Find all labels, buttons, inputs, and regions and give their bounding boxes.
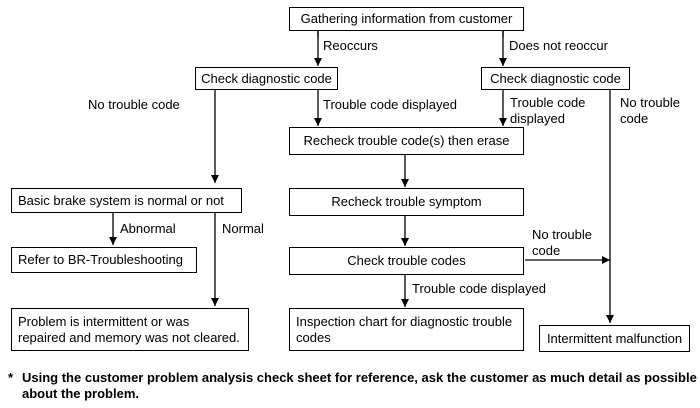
- box-gathering-information-label: Gathering information from customer: [300, 11, 513, 26]
- label-no-trouble-code-mid-line-1: No trouble: [532, 227, 592, 242]
- label-no-trouble-code-right-line-2: code: [620, 111, 649, 126]
- box-basic-brake-system: Basic brake system is normal or not: [11, 188, 242, 213]
- footnote: * Using the customer problem analysis ch…: [8, 370, 698, 402]
- label-no-trouble-code-left: No trouble code: [88, 97, 180, 112]
- label-trouble-code-displayed-right-line-2: displayed: [510, 111, 565, 126]
- box-basic-brake-system-label: Basic brake system is normal or not: [18, 192, 224, 208]
- box-problem-intermittent-line-1: Problem is intermittent or was: [18, 313, 190, 329]
- box-intermittent-malfunction-label: Intermittent malfunction: [546, 330, 683, 346]
- box-inspection-chart-line-2: codes: [296, 329, 331, 345]
- label-trouble-code-displayed-mid: Trouble code displayed: [323, 97, 457, 112]
- box-problem-intermittent: Problem is intermittent or was repaired …: [11, 308, 249, 351]
- box-check-trouble-codes: Check trouble codes: [289, 247, 524, 275]
- footnote-marker: *: [8, 370, 14, 385]
- footnote-text: Using the customer problem analysis chec…: [22, 370, 697, 401]
- label-reoccurs: Reoccurs: [323, 38, 378, 53]
- box-refer-br-troubleshooting: Refer to BR-Troubleshooting: [11, 247, 197, 273]
- box-recheck-trouble-codes-erase-label: Recheck trouble code(s) then erase: [303, 133, 510, 148]
- box-recheck-trouble-symptom: Recheck trouble symptom: [289, 188, 524, 216]
- box-check-diagnostic-code-left: Check diagnostic code: [195, 67, 338, 90]
- label-normal: Normal: [222, 221, 264, 236]
- box-inspection-chart-line-1: Inspection chart for diagnostic trouble: [296, 313, 513, 329]
- box-recheck-trouble-codes-erase: Recheck trouble code(s) then erase: [289, 127, 524, 155]
- label-does-not-reoccur: Does not reoccur: [509, 38, 608, 53]
- label-trouble-code-displayed-bottom: Trouble code displayed: [412, 281, 546, 296]
- box-gathering-information: Gathering information from customer: [289, 7, 524, 31]
- box-recheck-trouble-symptom-label: Recheck trouble symptom: [331, 194, 482, 209]
- label-trouble-code-displayed-right-line-1: Trouble code: [510, 95, 586, 110]
- label-no-trouble-code-right-line-1: No trouble: [620, 95, 680, 110]
- label-abnormal: Abnormal: [120, 221, 176, 236]
- box-check-trouble-codes-label: Check trouble codes: [347, 253, 466, 268]
- box-refer-br-troubleshooting-label: Refer to BR-Troubleshooting: [18, 252, 183, 267]
- box-inspection-chart: Inspection chart for diagnostic trouble …: [289, 308, 524, 351]
- label-no-trouble-code-mid-line-2: code: [532, 243, 561, 258]
- box-problem-intermittent-line-2: repaired and memory was not cleared.: [18, 329, 240, 345]
- box-check-diagnostic-code-right-label: Check diagnostic code: [490, 70, 621, 86]
- box-check-diagnostic-code-right: Check diagnostic code: [481, 67, 630, 90]
- box-intermittent-malfunction: Intermittent malfunction: [539, 325, 690, 352]
- box-check-diagnostic-code-left-label: Check diagnostic code: [201, 70, 332, 86]
